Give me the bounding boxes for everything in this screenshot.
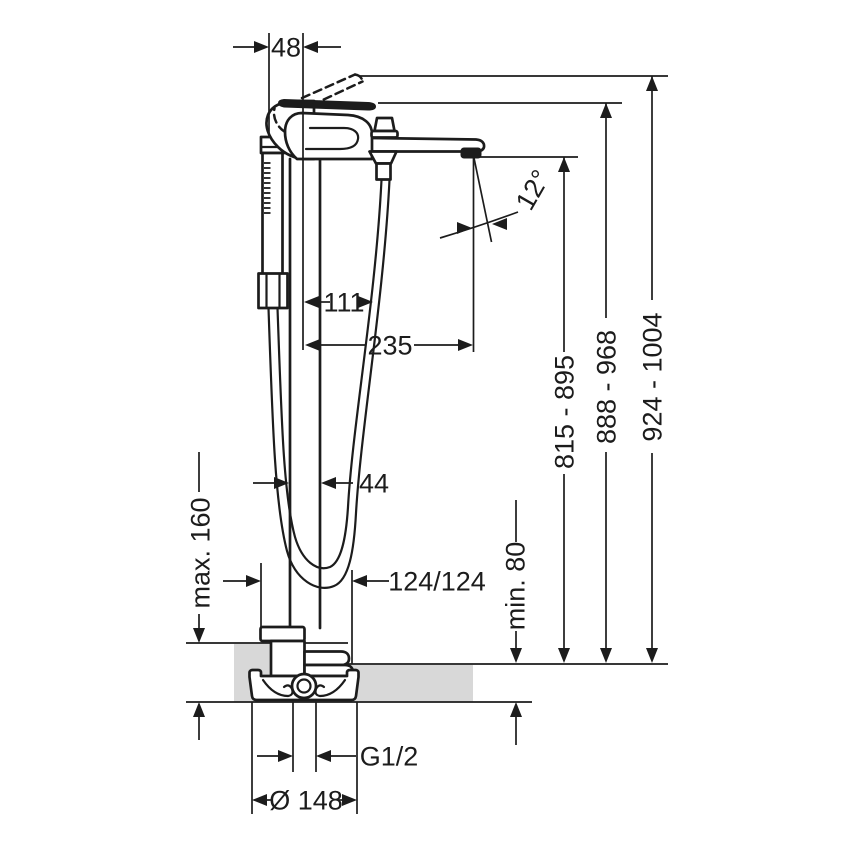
arrowhead bbox=[458, 339, 473, 351]
dimension-815-895: 815 - 895 bbox=[477, 156, 580, 663]
arrowhead bbox=[510, 702, 522, 717]
hose-connector bbox=[368, 150, 398, 181]
arrowhead bbox=[646, 76, 658, 91]
floor-fill-right bbox=[341, 665, 473, 702]
dimension-12deg: 12° bbox=[439, 157, 556, 352]
dimension-888-968: 888 - 968 bbox=[378, 102, 622, 663]
arrowhead bbox=[321, 477, 336, 489]
arrowhead bbox=[303, 41, 318, 53]
flange-connection-ring-inner bbox=[296, 678, 312, 694]
dimension-111-label: 111 bbox=[323, 288, 364, 318]
arrowhead bbox=[342, 794, 357, 806]
arrowhead bbox=[352, 575, 367, 587]
dimension-888-968-label: 888 - 968 bbox=[592, 330, 622, 444]
mounting-flange bbox=[248, 668, 360, 702]
dimension-148-label: Ø 148 bbox=[269, 786, 343, 816]
arrowhead bbox=[316, 750, 331, 762]
mixer-body-loop-detail bbox=[304, 126, 360, 151]
dimension-g12-label: G1/2 bbox=[360, 742, 419, 772]
hand-shower-hose bbox=[267, 178, 391, 589]
arrowhead bbox=[358, 296, 373, 308]
dimension-min-80: min. 80 bbox=[501, 500, 531, 745]
hand-shower bbox=[257, 135, 289, 310]
arrowhead bbox=[193, 628, 205, 643]
hand-shower-holder bbox=[257, 272, 289, 310]
arrowhead bbox=[600, 103, 612, 118]
base-escutcheon bbox=[259, 625, 354, 678]
dimension-max160-label: max. 160 bbox=[186, 497, 216, 608]
dimension-124-label: 124/124 bbox=[388, 567, 486, 597]
dimension-924-1004-label: 924 - 1004 bbox=[638, 312, 668, 441]
arrowhead bbox=[252, 794, 267, 806]
spout-outlet-nub bbox=[460, 147, 482, 159]
arrowhead bbox=[510, 648, 522, 663]
flange-clamp-left bbox=[261, 678, 294, 698]
dimension-924-1004: 924 - 1004 bbox=[358, 75, 668, 663]
angle-arc bbox=[439, 211, 519, 239]
arrowhead bbox=[558, 648, 570, 663]
base-step-lower bbox=[303, 663, 354, 678]
dimension-diameter-148: Ø 148 bbox=[251, 702, 358, 816]
faucet-fixture bbox=[248, 73, 486, 702]
dimension-min80-label: min. 80 bbox=[501, 542, 531, 631]
hose-inner-edge bbox=[276, 178, 383, 570]
base-step-upper bbox=[303, 650, 351, 667]
base-body bbox=[269, 639, 306, 678]
dimension-815-895-label: 815 - 895 bbox=[550, 355, 580, 469]
arrowhead bbox=[600, 648, 612, 663]
arrowhead bbox=[254, 41, 269, 53]
arrowhead bbox=[246, 575, 261, 587]
dimension-12deg-label: 12° bbox=[510, 165, 556, 215]
dimension-48-label: 48 bbox=[271, 33, 301, 63]
arrowhead bbox=[193, 702, 205, 717]
dimension-235: 235 bbox=[305, 331, 473, 361]
arrowhead bbox=[492, 218, 507, 230]
floor-section bbox=[186, 642, 668, 703]
dimension-max-160: max. 160 bbox=[186, 452, 216, 740]
base-cover-plate bbox=[259, 625, 306, 643]
arrowhead bbox=[558, 157, 570, 172]
flange-connection-ring-outer bbox=[290, 672, 318, 700]
hand-shower-grip-texture bbox=[264, 162, 271, 214]
dimension-g12: G1/2 bbox=[257, 702, 418, 772]
arrowhead bbox=[304, 296, 319, 308]
dimension-124-124: 124/124 bbox=[223, 563, 486, 664]
arrowhead bbox=[274, 477, 289, 489]
arrowhead bbox=[646, 648, 658, 663]
dimension-235-label: 235 bbox=[367, 331, 412, 361]
flange-clamp-right bbox=[314, 678, 347, 698]
hose-outer-edge bbox=[267, 178, 391, 589]
angle-reference-line bbox=[473, 157, 493, 243]
dimension-44-label: 44 bbox=[359, 469, 389, 499]
arrowhead bbox=[305, 339, 320, 351]
dimension-48: 48 bbox=[233, 33, 341, 350]
arrowhead bbox=[457, 222, 472, 234]
arrowhead bbox=[278, 750, 293, 762]
diverter-knob bbox=[370, 116, 399, 139]
dimension-111: 111 bbox=[304, 288, 373, 318]
dimension-44: 44 bbox=[253, 469, 389, 499]
